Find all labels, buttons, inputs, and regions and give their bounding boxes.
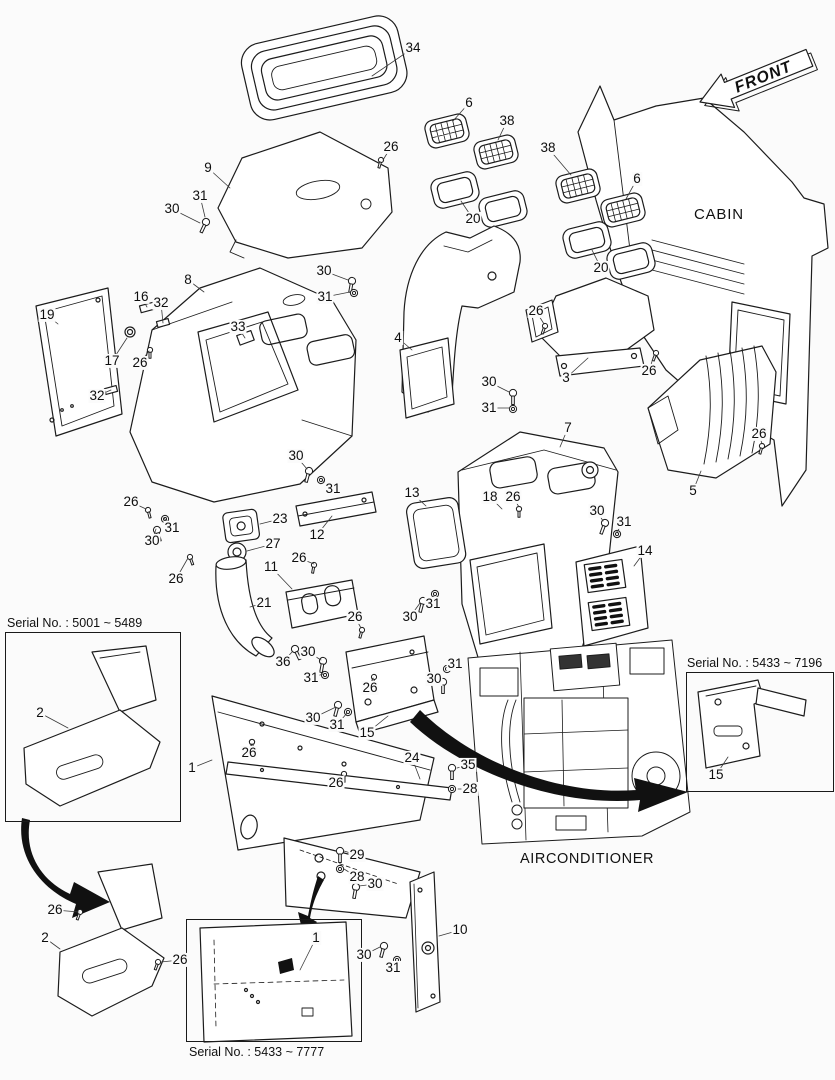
serial-box-5433-7196: Serial No. : 5433 ~ 7196: [686, 656, 834, 792]
serial-box-5433-7777: Serial No. : 5433 ~ 7777: [186, 919, 362, 1059]
part8-console: [129, 267, 357, 503]
airconditioner-label: AIRCONDITIONER: [520, 851, 654, 867]
part14-bracket: [575, 545, 649, 647]
aircon-unit-drawing: [467, 639, 691, 845]
part13-lid: [406, 497, 467, 569]
part9-cover: [217, 131, 393, 259]
part1-serial-box: [199, 921, 353, 1043]
part15-serial-box: [697, 679, 807, 769]
flow-arrow-left: [21, 818, 110, 918]
part1-lower-plate: [283, 837, 421, 919]
part2-duct-bottom: [57, 863, 165, 1017]
part2-duct-serial-box: [23, 645, 161, 807]
front-label: FRONT: [732, 58, 794, 96]
part12-bracket: [295, 491, 377, 527]
serial-box-5001-5489: Serial No. : 5001 ~ 5489: [5, 616, 181, 822]
part11-bracket: [285, 579, 359, 629]
part34-tray: [240, 15, 408, 121]
part5-bellows-duct: [647, 345, 777, 479]
serial-box-label: Serial No. : 5433 ~ 7777: [189, 1045, 325, 1059]
part19-panel: [35, 287, 123, 437]
serial-box-label: Serial No. : 5001 ~ 5489: [7, 616, 143, 630]
part4-duct: [399, 225, 521, 419]
serial-box-label: Serial No. : 5433 ~ 7196: [687, 656, 823, 670]
cabin-label: CABIN: [694, 206, 744, 223]
part21-elbow-duct: [215, 556, 275, 658]
part23-plate: [222, 508, 261, 544]
part10-strip: [409, 871, 441, 1013]
